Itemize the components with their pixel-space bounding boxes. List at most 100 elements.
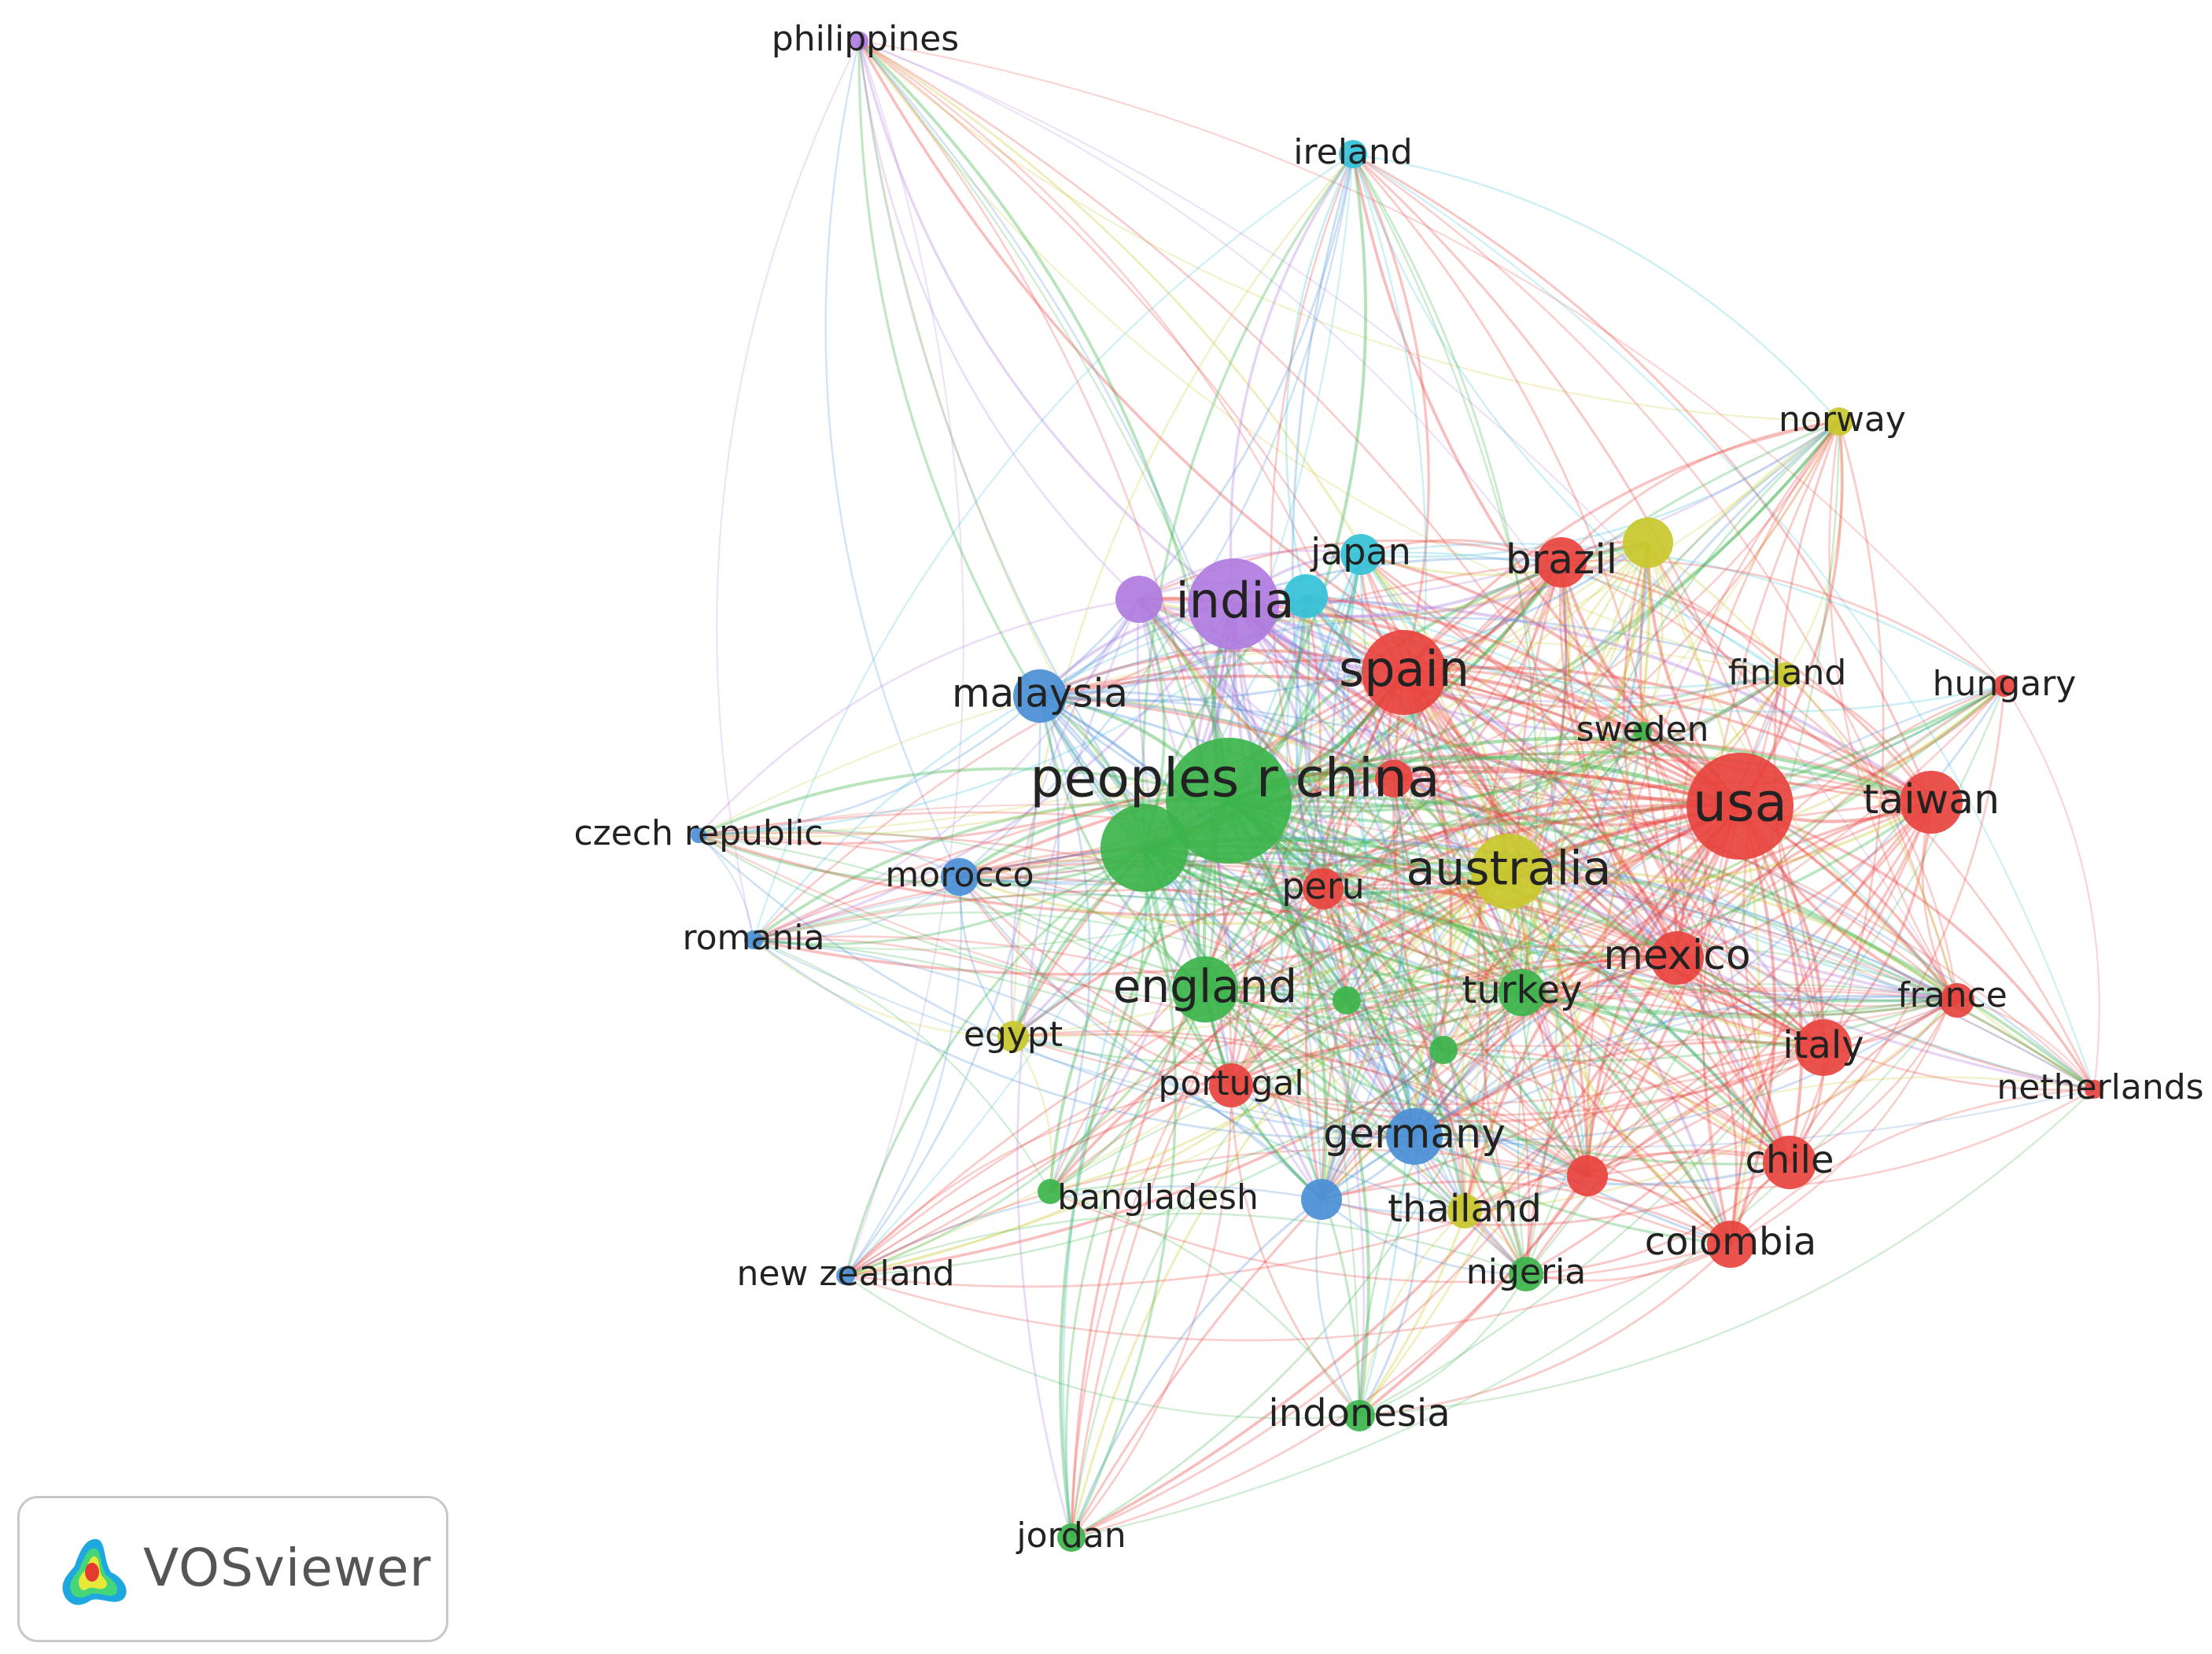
- network-link: [1403, 666, 1933, 804]
- network-link: [1393, 777, 1958, 1001]
- network-link: [1358, 1136, 1421, 1416]
- node-label-morocco: morocco: [885, 855, 1034, 895]
- node-italy[interactable]: [1795, 1019, 1852, 1076]
- node-label-malaysia: malaysia: [952, 671, 1128, 716]
- network-link: [1521, 542, 1652, 993]
- node-label-jordan: jordan: [1016, 1516, 1126, 1556]
- node-japan[interactable]: [1340, 534, 1381, 575]
- node-england[interactable]: [1172, 956, 1238, 1022]
- node-chile[interactable]: [1763, 1136, 1816, 1189]
- network-link: [1507, 870, 1824, 1049]
- network-link: [1641, 731, 1685, 959]
- network-link: [1230, 730, 1643, 1086]
- node-unlabeled-39[interactable]: [1100, 804, 1189, 892]
- node-malaysia[interactable]: [1013, 669, 1067, 723]
- node-philippines[interactable]: [850, 31, 868, 50]
- node-usa[interactable]: [1687, 753, 1794, 860]
- node-ireland[interactable]: [1339, 140, 1367, 168]
- node-unlabeled-41[interactable]: [1333, 986, 1361, 1015]
- node-hungary[interactable]: [1993, 675, 2015, 697]
- network-link: [1320, 805, 1741, 1200]
- network-link: [857, 40, 1741, 808]
- node-india[interactable]: [1188, 558, 1279, 650]
- node-unlabeled-43[interactable]: [1301, 1179, 1342, 1220]
- network-link: [1137, 599, 1824, 1049]
- network-link: [1138, 598, 1791, 1163]
- node-peru[interactable]: [1303, 868, 1344, 909]
- network-link: [1701, 674, 1787, 1245]
- network-link: [1204, 988, 1790, 1166]
- network-link: [1230, 955, 1678, 1087]
- node-sweden[interactable]: [1633, 722, 1652, 741]
- network-link: [1280, 554, 1362, 1200]
- network-link: [1561, 559, 2005, 687]
- node-romania[interactable]: [744, 930, 763, 949]
- node-taiwan[interactable]: [1900, 771, 1963, 834]
- network-link: [698, 598, 1140, 836]
- node-unlabeled-44[interactable]: [1567, 1155, 1608, 1196]
- node-mexico[interactable]: [1650, 931, 1704, 985]
- node-jordan[interactable]: [1057, 1523, 1086, 1552]
- node-peoples-r-china[interactable]: [1166, 738, 1292, 864]
- node-brazil[interactable]: [1536, 537, 1587, 588]
- network-link: [1360, 543, 2005, 687]
- network-link: [1443, 805, 1742, 1052]
- network-link: [1352, 153, 1959, 1001]
- network-link: [1039, 691, 1395, 780]
- network-link: [1561, 561, 1786, 676]
- node-label-italy: italy: [1783, 1023, 1864, 1067]
- node-unlabeled-37[interactable]: [1115, 576, 1163, 623]
- node-norway[interactable]: [1825, 407, 1853, 436]
- network-link: [753, 893, 1523, 994]
- network-link: [1828, 421, 1959, 1001]
- network-link: [1524, 805, 1742, 1275]
- node-spain[interactable]: [1362, 630, 1447, 715]
- node-germany[interactable]: [1386, 1108, 1443, 1165]
- network-link: [1561, 561, 1933, 803]
- node-thailand[interactable]: [1447, 1194, 1482, 1229]
- network-link: [1227, 799, 1528, 1275]
- network-link: [1141, 153, 1355, 849]
- node-unlabeled-40[interactable]: [1375, 760, 1413, 798]
- network-link: [1322, 887, 1524, 993]
- network-link: [1360, 553, 1742, 808]
- network-link: [1463, 805, 1742, 1212]
- network-link: [698, 767, 1230, 837]
- network-link: [1359, 554, 1678, 960]
- network-link: [1320, 778, 1406, 1200]
- network-link: [1414, 805, 1742, 1138]
- node-unlabeled-45[interactable]: [1940, 983, 1974, 1018]
- node-portugal[interactable]: [1209, 1063, 1253, 1107]
- node-finland[interactable]: [1773, 662, 1798, 687]
- node-new-zealand[interactable]: [836, 1266, 855, 1285]
- network-link: [958, 876, 1015, 1037]
- node-label-czech-republic: czech republic: [573, 813, 823, 853]
- node-turkey[interactable]: [1499, 969, 1546, 1016]
- node-label-brazil: brazil: [1506, 536, 1617, 584]
- node-unlabeled-36[interactable]: [1623, 518, 1673, 568]
- network-link: [1204, 988, 1731, 1246]
- node-morocco[interactable]: [941, 858, 979, 896]
- network-link: [1352, 153, 1840, 422]
- network-link: [1305, 595, 1679, 959]
- node-unlabeled-38[interactable]: [1284, 574, 1328, 618]
- network-link: [1360, 553, 1791, 1163]
- node-czech-republic[interactable]: [691, 827, 706, 843]
- network-link: [1012, 685, 2005, 1038]
- network-link: [1358, 805, 1742, 1417]
- network-link: [753, 731, 1643, 951]
- network-link: [1345, 153, 1428, 1001]
- node-netherlands[interactable]: [2085, 1080, 2103, 1099]
- node-colombia[interactable]: [1707, 1221, 1754, 1268]
- node-bangladesh[interactable]: [1038, 1179, 1063, 1204]
- node-australia[interactable]: [1471, 834, 1547, 909]
- network-link: [858, 40, 1786, 676]
- node-unlabeled-42[interactable]: [1429, 1036, 1458, 1064]
- network-link: [1049, 1190, 1360, 1416]
- node-nigeria[interactable]: [1509, 1257, 1543, 1291]
- network-link: [858, 40, 1395, 779]
- node-indonesia[interactable]: [1344, 1400, 1375, 1431]
- node-egypt[interactable]: [997, 1021, 1029, 1052]
- network-link: [1322, 887, 1958, 1017]
